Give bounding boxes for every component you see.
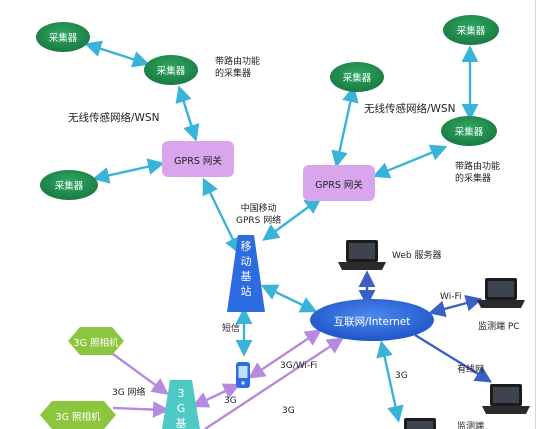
- link-cam2-3g: [112, 401, 170, 418]
- link-gateway-right-tower: [262, 197, 322, 241]
- gprs-gateway-box: [162, 141, 234, 177]
- blue-links: [358, 270, 493, 383]
- tower-char: 移: [240, 240, 252, 253]
- link-collector-gateway-left: [92, 158, 165, 184]
- camera-hexagon: [68, 327, 124, 355]
- router-collector-caption: 带路由功能 的采集器: [455, 162, 501, 184]
- link-internet-wired-pc: [414, 333, 493, 383]
- collector-label: 采集器: [456, 26, 486, 37]
- link-gateway-left-tower: [202, 177, 241, 255]
- gprs-gateway-box: [303, 165, 375, 201]
- router-collector-node: [441, 116, 497, 146]
- collector-label: 采集器: [48, 33, 78, 44]
- internet-label: 互联网/Internet: [333, 316, 411, 328]
- mobile-phone-icon: [236, 362, 250, 388]
- collector-label: 采集器: [454, 127, 484, 138]
- china-mobile-label: 中国移动 GPRS 网络: [236, 204, 282, 226]
- link-internet-bottom-pc: [376, 340, 404, 423]
- 3g-label: 3G: [395, 371, 408, 381]
- sms-label: 短信: [222, 324, 241, 334]
- link-router-gateway-right: [372, 144, 448, 179]
- tower-char: 站: [240, 285, 252, 298]
- tower-char: 3: [177, 387, 185, 400]
- tower-char: G: [176, 402, 186, 415]
- collector-label: 采集器: [54, 181, 84, 192]
- link-tower-internet: [260, 284, 318, 313]
- 3g-label: 3G: [282, 406, 295, 416]
- 3g-tower-shape: [162, 380, 200, 429]
- link-internet-monitor: [428, 294, 483, 318]
- link-collector-router-left: [84, 40, 150, 68]
- wired-pc-laptop-icon: [482, 384, 530, 414]
- link-collector-gateway-right: [331, 85, 359, 168]
- router-collector-node: [144, 55, 198, 85]
- monitor-pc-label: 监测端 PC: [478, 322, 520, 332]
- collector-label: 采集器: [156, 66, 186, 77]
- link-cam1-3g: [112, 353, 169, 395]
- 3g-label: 3G: [224, 396, 237, 406]
- purple-links: [112, 329, 404, 429]
- tower-char: 基: [175, 417, 187, 429]
- collector-label: 采集器: [342, 73, 372, 84]
- 3g-network-label: 3G 网络: [112, 388, 146, 398]
- mobile-tower-shape: [227, 235, 265, 312]
- tower-char: 动: [240, 255, 252, 268]
- wifi-label: Wi-Fi: [440, 292, 462, 302]
- camera-label: 3G 照相机: [73, 338, 119, 349]
- wsn-label: 无线传感网络/WSN: [364, 103, 456, 115]
- collector-node: [40, 170, 98, 200]
- phone-link-label: 3G/Wi-Fi: [280, 361, 318, 371]
- wsn-label: 无线传感网络/WSN: [68, 112, 160, 124]
- web-server-label: Web 服务器: [392, 251, 442, 261]
- gprs-gateway-label: GPRS 网关: [315, 180, 363, 191]
- link-3g-internet: [204, 337, 345, 429]
- internet-cloud: [310, 299, 434, 341]
- link-3g-phone: [191, 383, 241, 408]
- monitor-pc-laptop-icon: [477, 278, 525, 308]
- bottom-pc-label: 监测端: [457, 422, 485, 429]
- wired-network-label: 有线网: [457, 365, 485, 375]
- 3g-tower-label: 3 G 基: [174, 386, 188, 429]
- web-server-laptop-icon: [338, 240, 386, 270]
- bottom-pc-laptop-icon: [404, 418, 436, 429]
- link-router-gateway-left: [175, 85, 200, 142]
- collector-node: [36, 22, 90, 52]
- tower-char: 基: [240, 270, 252, 283]
- collector-node: [443, 15, 499, 45]
- mobile-tower-label: 移 动 基 站: [239, 239, 253, 299]
- collector-node: [330, 62, 384, 92]
- gprs-gateway-label: GPRS 网关: [174, 156, 222, 167]
- link-phone-internet: [248, 329, 322, 379]
- camera-hexagon: [40, 401, 116, 429]
- camera-label: 3G 照相机: [55, 412, 101, 423]
- cyan-links: [84, 40, 479, 357]
- router-collector-caption: 带路由功能 的采集器: [215, 57, 261, 79]
